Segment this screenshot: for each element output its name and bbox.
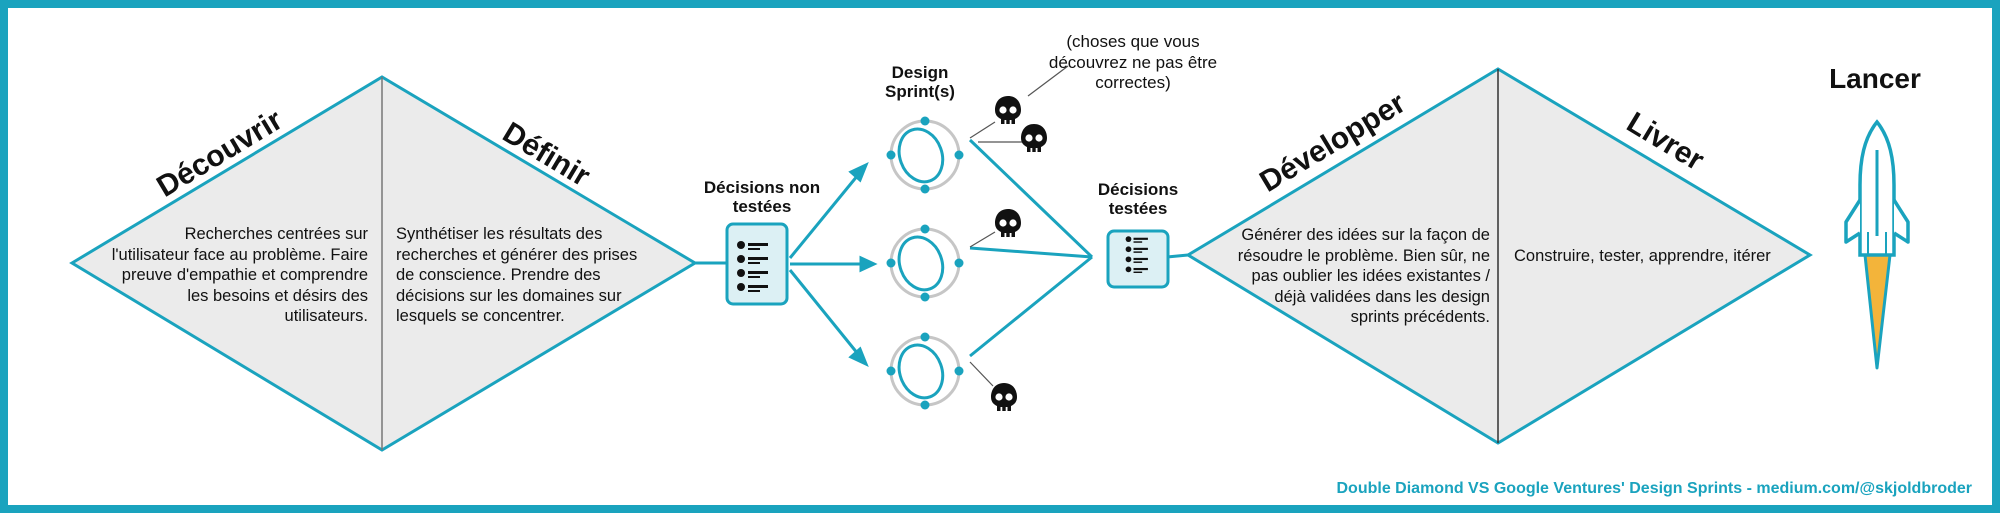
skull-icon-2 [1021, 124, 1047, 152]
checklist-icon-untested [725, 222, 789, 306]
skull-icon-3 [995, 209, 1021, 237]
diamond-2 [1185, 67, 1813, 445]
skull-icon-1 [995, 96, 1021, 124]
skull-note: (choses que vous découvrez ne pas être c… [1048, 32, 1218, 92]
sprint-cycle-icon-1 [885, 115, 965, 195]
deliver-description: Construire, tester, apprendre, itérer [1514, 247, 1771, 265]
launch-label: Lancer [1829, 63, 1921, 94]
design-sprints-label: Design Sprint(s) [885, 63, 955, 101]
footer-credit: Double Diamond VS Google Ventures' Desig… [1336, 480, 1973, 497]
sprint-cycle-icon-3 [885, 331, 965, 411]
sprint-cycle-icon-2 [885, 223, 965, 303]
skull-icon-4 [991, 383, 1017, 411]
develop-description: Générer des idées sur la façon de résoud… [1237, 226, 1490, 326]
checklist-icon-tested [1106, 229, 1170, 289]
lines-to-tested [968, 138, 1094, 358]
define-description: Synthétiser les résultats des recherches… [396, 225, 638, 325]
untested-decisions-label: Décisions non testées [703, 178, 821, 216]
rocket-icon [1844, 119, 1910, 370]
discover-description: Recherches centrées sur l'utilisateur fa… [111, 225, 368, 325]
arrows-to-sprints [788, 162, 878, 367]
tested-decisions-label: Décisions testées [1097, 180, 1179, 218]
